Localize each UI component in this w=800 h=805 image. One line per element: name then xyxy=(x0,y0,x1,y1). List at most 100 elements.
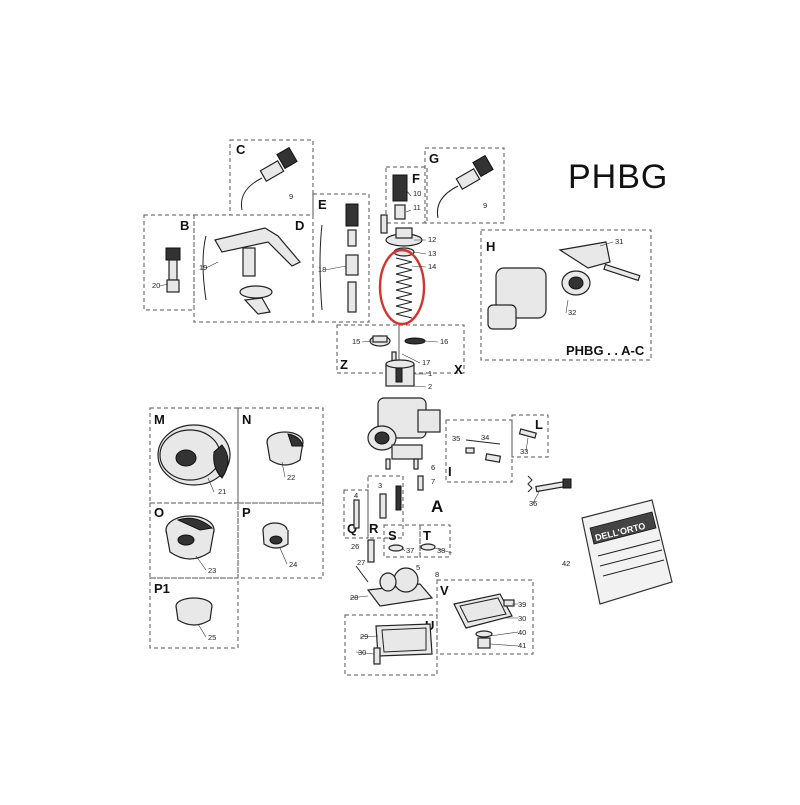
part-number-42: 42 xyxy=(562,559,570,568)
group-letter-e: E xyxy=(318,197,327,212)
screw-7 xyxy=(417,475,424,491)
part-number-2: 2 xyxy=(428,382,432,391)
part-number-6: 6 xyxy=(431,463,435,472)
part-number-7: 7 xyxy=(431,477,435,486)
jet-q xyxy=(353,499,360,529)
float-assembly xyxy=(366,567,434,607)
mixture-screw-l xyxy=(518,428,537,439)
group-letter-f: F xyxy=(412,171,420,186)
part-number-32: 32 xyxy=(568,308,576,317)
cable-adjuster-c xyxy=(240,146,298,211)
group-letter-z: Z xyxy=(340,357,348,372)
group-letter-c: C xyxy=(236,142,246,157)
needle-valve-26 xyxy=(367,539,375,563)
part-number-30b: 30 xyxy=(518,614,526,623)
group-letter-n: N xyxy=(242,412,251,427)
part-number-8: 8 xyxy=(435,570,439,579)
group-box-p1 xyxy=(149,577,239,649)
filter-clamp-p1 xyxy=(175,597,213,626)
diagram-title: PHBG xyxy=(568,158,669,196)
throttle-slide xyxy=(385,351,415,387)
group-letter-b: B xyxy=(180,218,189,233)
clip-x xyxy=(404,337,426,345)
part-number-14: 14 xyxy=(428,262,436,271)
group-letter-l: L xyxy=(535,417,543,432)
group-letter-v: V xyxy=(440,583,449,598)
group-box-d xyxy=(193,214,314,323)
part-number-35: 35 xyxy=(452,434,460,443)
washer-s xyxy=(388,544,404,552)
float-bowl-v xyxy=(453,593,515,649)
part-number-41: 41 xyxy=(518,641,526,650)
group-box-n xyxy=(237,407,324,504)
group-letter-i: I xyxy=(448,464,452,479)
part-number-13: 13 xyxy=(428,249,436,258)
part-number-11: 11 xyxy=(413,203,421,212)
model-subtitle: PHBG . . A-C xyxy=(566,343,645,358)
idle-screw-i xyxy=(465,439,502,463)
group-letter-g: G xyxy=(429,151,439,166)
part-number-26: 26 xyxy=(351,542,359,551)
part-number-22: 22 xyxy=(287,473,295,482)
part-number-10: 10 xyxy=(413,189,421,198)
group-box-h xyxy=(480,229,652,361)
part-number-5: 5 xyxy=(416,563,420,572)
group-box-i xyxy=(445,419,513,483)
cable-screws-e xyxy=(319,203,359,313)
part-number-27: 27 xyxy=(357,558,365,567)
highlight-ring xyxy=(378,248,426,326)
part-number-15: 15 xyxy=(352,337,360,346)
filter-cover-o xyxy=(165,515,215,560)
group-box-b xyxy=(143,214,195,311)
idle-screw-36 xyxy=(527,475,572,493)
part-number-9a: 9 xyxy=(289,192,293,201)
part-number-23: 23 xyxy=(208,566,216,575)
cable-adjuster-f xyxy=(392,174,408,220)
group-box-z xyxy=(336,324,400,374)
part-number-18: 18 xyxy=(318,265,326,274)
group-box-l xyxy=(511,414,549,458)
group-letter-m: M xyxy=(154,412,165,427)
group-letter-r: R xyxy=(369,521,379,536)
group-letter-o: O xyxy=(154,505,164,520)
group-box-p xyxy=(237,502,324,579)
part-number-20: 20 xyxy=(152,281,160,290)
filter-ring-n xyxy=(266,431,304,466)
part-number-16: 16 xyxy=(440,337,448,346)
part-number-24: 24 xyxy=(289,560,297,569)
part-number-1: 1 xyxy=(428,369,432,378)
part-number-34: 34 xyxy=(481,433,489,442)
air-filter-m xyxy=(157,424,231,486)
pin-27 xyxy=(355,565,369,583)
group-box-r xyxy=(367,475,404,539)
part-number-37: 37 xyxy=(406,546,414,555)
gasket-kit-bag: DELL'ORTO xyxy=(581,499,673,605)
part-number-9b: 9 xyxy=(483,201,487,210)
group-box-q xyxy=(343,489,369,539)
group-letter-q: Q xyxy=(347,521,357,536)
group-letter-s: S xyxy=(388,528,397,543)
group-letter-p: P xyxy=(242,505,251,520)
part-number-17: 17 xyxy=(422,358,430,367)
group-letter-p1: P1 xyxy=(154,581,170,596)
part-number-31: 31 xyxy=(615,237,623,246)
starter-lever-d xyxy=(202,227,301,315)
part-number-19: 19 xyxy=(199,263,207,272)
throttle-spring xyxy=(395,257,413,319)
group-letter-h: H xyxy=(486,239,495,254)
part-number-40: 40 xyxy=(518,628,526,637)
part-number-21: 21 xyxy=(218,487,226,496)
part-number-3: 3 xyxy=(378,481,382,490)
manifold-h xyxy=(487,241,641,330)
carburettor-body xyxy=(367,397,441,470)
washer-z xyxy=(369,335,391,347)
part-number-36: 36 xyxy=(529,499,537,508)
part-number-4: 4 xyxy=(354,491,358,500)
cable-adjuster-g xyxy=(436,154,494,219)
jet-r xyxy=(379,493,387,519)
part-number-39: 39 xyxy=(518,600,526,609)
float-bowl-u xyxy=(373,623,433,665)
washer-t xyxy=(420,543,436,551)
